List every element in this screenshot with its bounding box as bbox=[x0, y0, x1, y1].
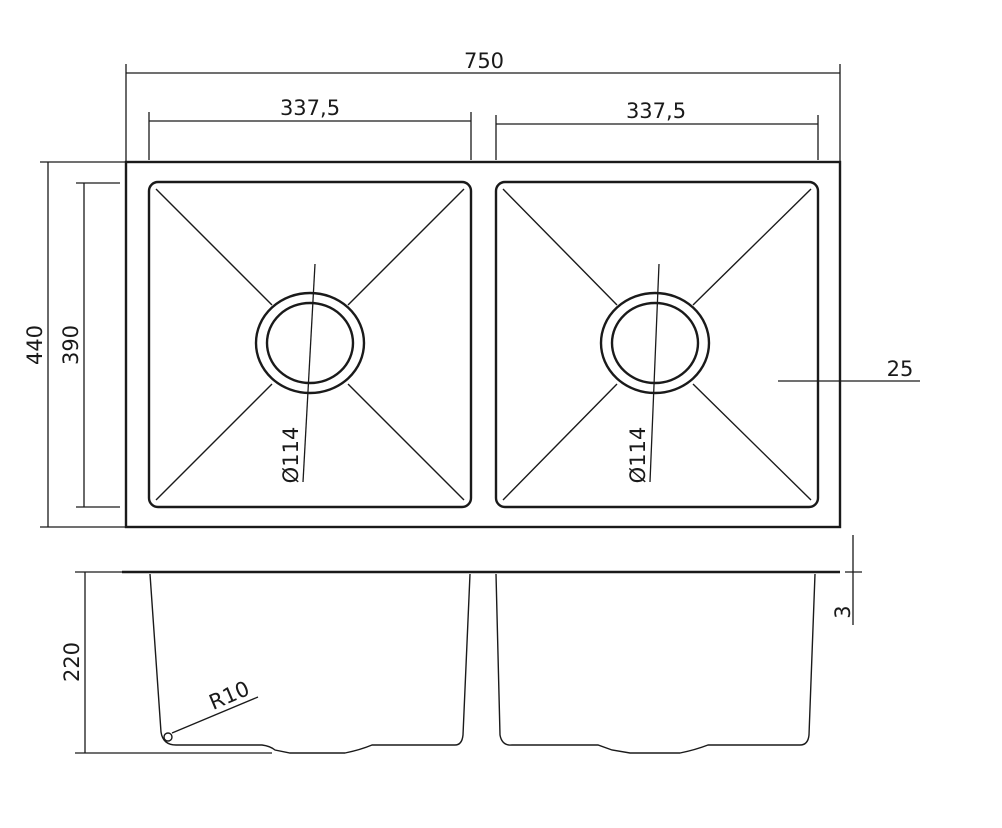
dim-right-bowl-label: 337,5 bbox=[626, 99, 686, 123]
right-bowl-profile bbox=[495, 573, 816, 754]
side-view: 220 3 R10 bbox=[60, 535, 862, 754]
dim-390-label: 390 bbox=[59, 325, 83, 365]
dim-rim-offset: 25 bbox=[778, 348, 920, 392]
right-bowl bbox=[494, 180, 820, 509]
dim-440-label: 440 bbox=[23, 325, 47, 365]
dim-750-label: 750 bbox=[464, 49, 504, 73]
dim-3-label: 3 bbox=[831, 605, 855, 618]
dim-flange-thickness: 3 bbox=[831, 535, 862, 625]
dim-bowl-height: 220 bbox=[60, 572, 86, 753]
right-drain bbox=[599, 291, 711, 395]
left-drain-label: Ø114 bbox=[279, 427, 303, 484]
dim-right-drain: Ø114 bbox=[626, 263, 660, 484]
sink-outline bbox=[124, 160, 842, 529]
right-drain-label: Ø114 bbox=[626, 427, 650, 484]
left-bowl-slopes bbox=[155, 188, 465, 501]
dim-left-bowl-label: 337,5 bbox=[280, 96, 340, 120]
dim-bowl-depth: 390 bbox=[59, 182, 120, 508]
dim-220-label: 220 bbox=[60, 642, 84, 682]
left-bowl bbox=[147, 180, 473, 509]
dim-right-bowl-width: 337,5 bbox=[495, 99, 819, 160]
plan-view bbox=[124, 160, 842, 529]
dim-25-label: 25 bbox=[887, 357, 914, 381]
dim-left-bowl-width: 337,5 bbox=[148, 96, 472, 160]
left-drain bbox=[254, 291, 366, 395]
dim-overall-depth: 440 bbox=[23, 161, 126, 528]
dim-corner-radius: R10 bbox=[163, 676, 259, 742]
left-bowl-profile bbox=[149, 573, 471, 754]
dim-left-drain: Ø114 bbox=[279, 263, 316, 484]
right-bowl-slopes bbox=[502, 188, 812, 501]
dim-overall-width: 750 bbox=[125, 49, 841, 162]
